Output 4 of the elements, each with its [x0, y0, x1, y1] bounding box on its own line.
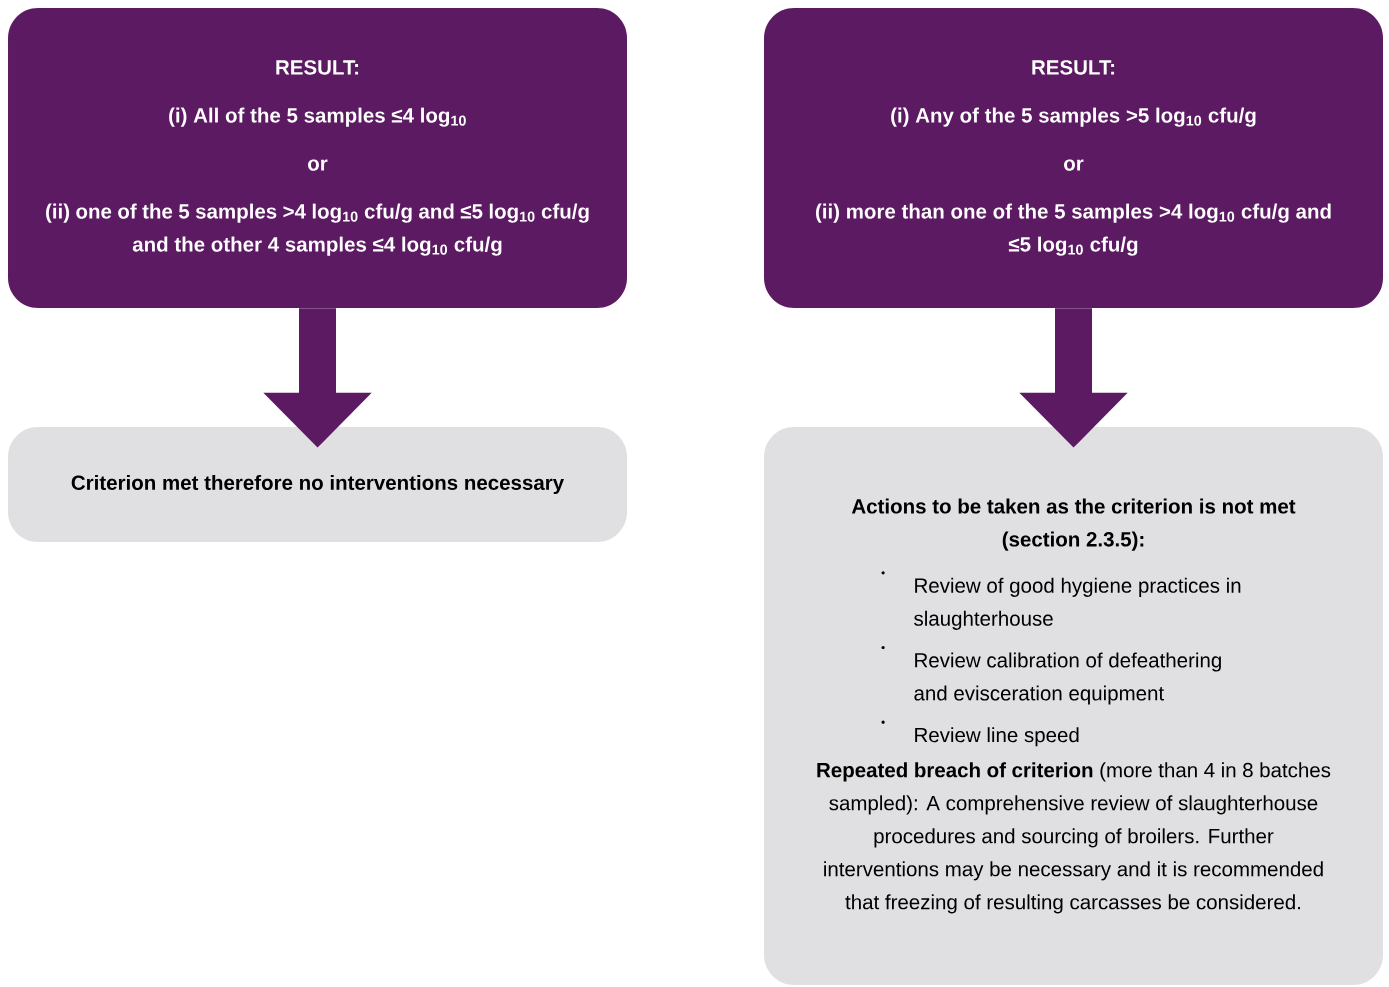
outcome-box: Actions to be taken as the criterion is not met (section 2.3.5): Review of good hygiene practices in slaughterhouse Review calibration of defeathering and evisceration equipment Review line speed Repeated breach of criterion (more than 4 in 8 batches sampled): A comprehensive review of slaughterhouse procedures and sourcing of broilers. Further interventions may be necessary and it is recommended that freezing of resulting carcasses be considered.	[764, 427, 1383, 985]
result-box: RESULT: (i) All of the 5 samples ≤4 log$_{10}$ or (ii) one of the 5 samples >4 log$_{10}$ cfu/g and ≤5 log$_{10}$ cfu/g and the other 4 samples ≤4 log$_{10}$ cfu/g	[8, 8, 627, 308]
result-box: RESULT: (i) Any of the 5 samples >5 log$_{10}$ cfu/g or (ii) more than one of the 5 samples >4 log$_{10}$ cfu/g and ≤5 log$_{10}$ cfu/g	[764, 8, 1383, 308]
outcome-box: Criterion met therefore no interventions necessary	[8, 427, 627, 542]
